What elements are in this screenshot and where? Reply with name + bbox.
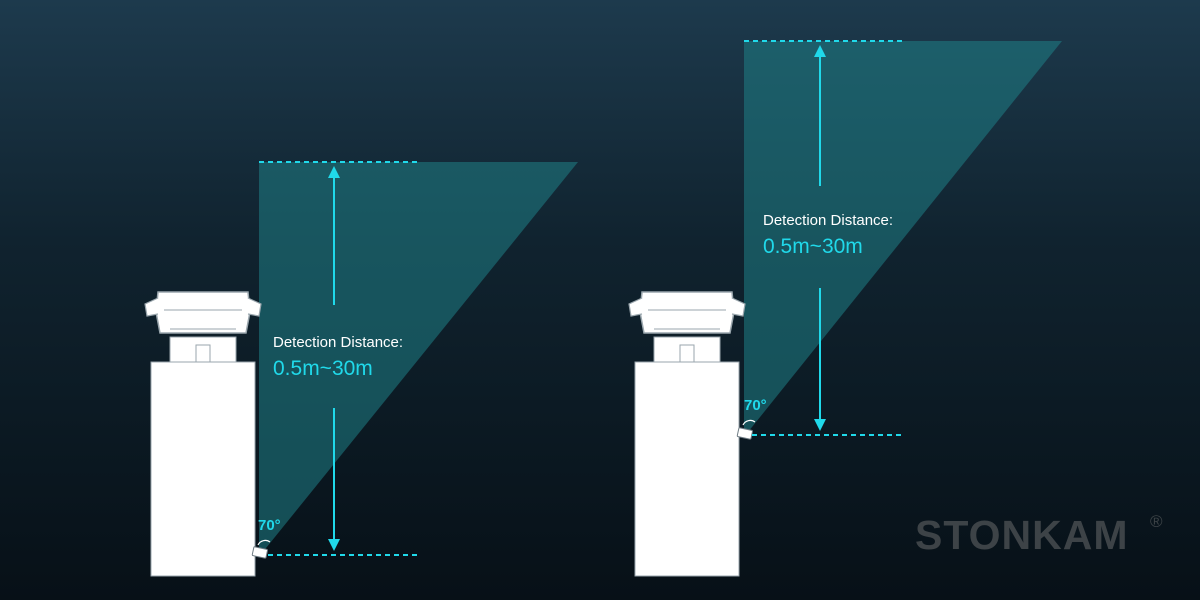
angle-arc — [742, 419, 756, 426]
distance-label: Detection Distance: — [273, 334, 404, 351]
vehicle-body — [634, 361, 740, 577]
angle-arc — [257, 539, 271, 546]
vehicle-cab-roof — [639, 291, 735, 334]
vehicle — [628, 291, 746, 577]
distance-label: Detection Distance: — [763, 212, 894, 229]
angle-label: 70° — [744, 397, 767, 414]
scene-1 — [144, 161, 578, 577]
distance-value: 0.5m~30m — [273, 357, 373, 380]
brand-logo-text: STONKAM — [915, 512, 1129, 558]
scene-2 — [628, 40, 1062, 577]
radar-sensor — [251, 546, 268, 559]
vehicle-mirror-left — [144, 297, 159, 317]
vehicle-cab-window — [195, 344, 211, 363]
distance-value: 0.5m~30m — [763, 235, 863, 258]
detection-beam — [259, 162, 578, 553]
vehicle — [144, 291, 262, 577]
vehicle-body — [150, 361, 256, 577]
vehicle-mirror-left — [628, 297, 643, 317]
vehicle-mirror-right — [731, 297, 746, 317]
vehicle-mirror-right — [247, 297, 262, 317]
vehicle-cab-roof — [155, 291, 251, 334]
radar-sensor — [736, 427, 753, 440]
detection-beam — [744, 41, 1062, 432]
vehicle-cab-window — [679, 344, 695, 363]
registered-mark: ® — [1150, 512, 1163, 531]
angle-label: 70° — [258, 517, 281, 534]
